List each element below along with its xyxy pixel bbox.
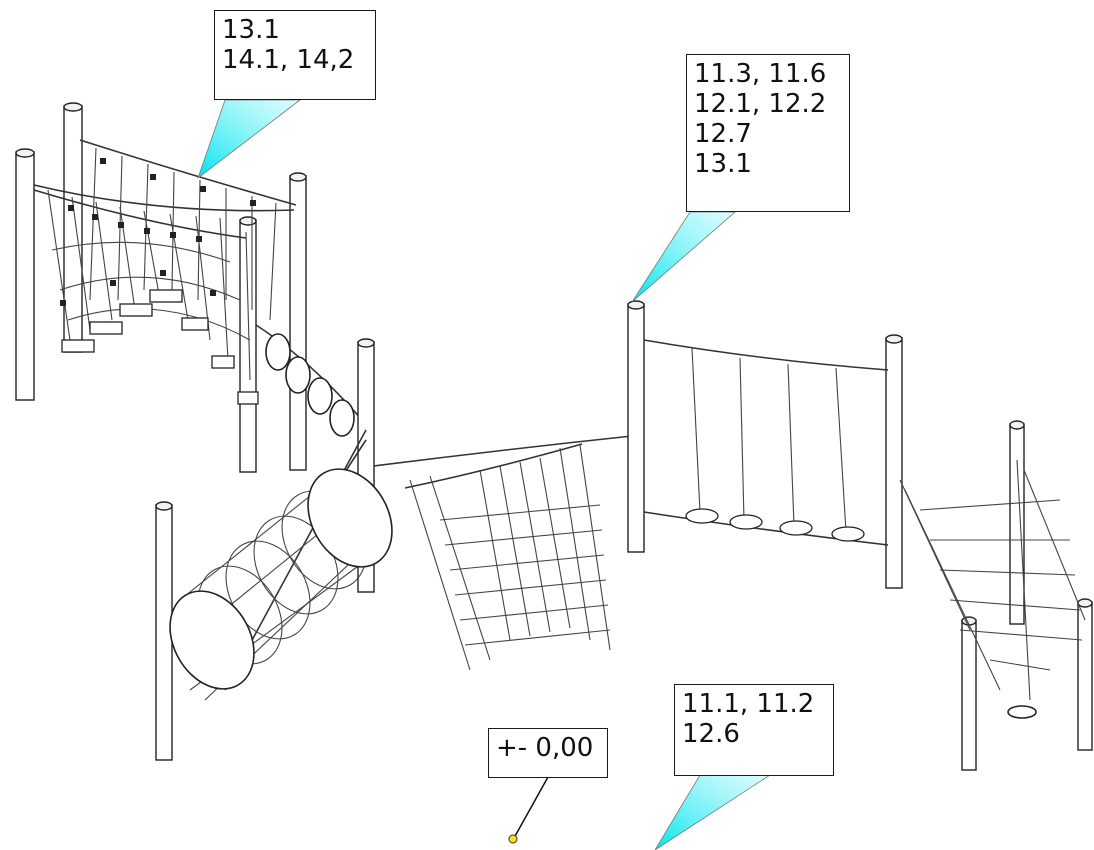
callout-line: 12.7 (694, 119, 752, 149)
callout-pointer-beam-top-left (197, 99, 302, 180)
callout-leader-level (513, 776, 549, 839)
climbing-net-center (373, 300, 645, 671)
callout-pointer-beam-bottom (654, 774, 772, 850)
ring-traverse (255, 324, 363, 437)
callout-level: +- 0,00 (488, 728, 608, 778)
callout-line: 11.1, 11.2 (682, 689, 815, 719)
callout-line: 12.6 (682, 719, 740, 749)
callout-line: 11.3, 11.6 (694, 59, 827, 89)
callout-line: 13.1 (222, 15, 280, 45)
callout-line: 14.1, 14,2 (222, 45, 355, 75)
tunnel-section (155, 338, 393, 761)
callout-pointer-beam-top-right (631, 211, 737, 303)
level-marker-dot (508, 834, 518, 844)
callout-line: 13.1 (694, 149, 752, 179)
callout-line: 12.1, 12.2 (694, 89, 827, 119)
callout-top-right: 11.3, 11.6 12.1, 12.2 12.7 13.1 (686, 54, 850, 212)
net-bridge-right (899, 420, 1093, 771)
net-bridge-left (15, 102, 307, 473)
callout-line: +- 0,00 (496, 733, 594, 763)
callout-top-left: 13.1 14.1, 14,2 (214, 10, 376, 100)
callout-bottom: 11.1, 11.2 12.6 (674, 684, 834, 776)
stepping-plates-section (643, 334, 903, 589)
